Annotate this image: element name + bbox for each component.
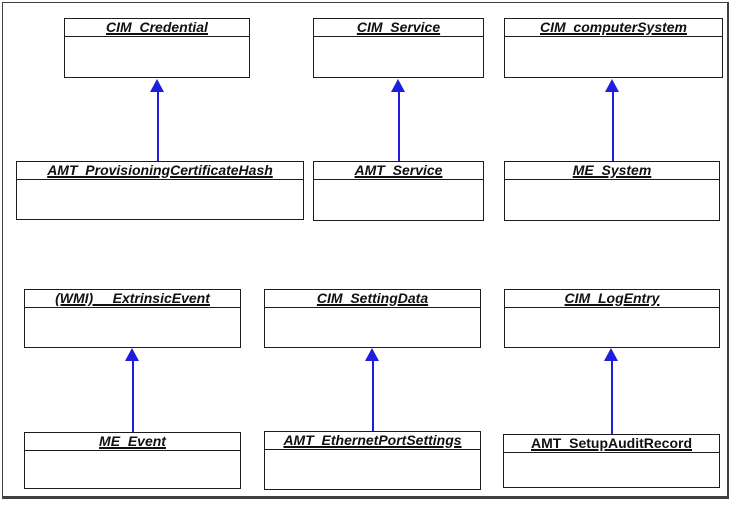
class-box-cim-logentry: CIM_LogEntry [504,289,720,348]
arrow-line [612,92,614,161]
class-box-amt-setupauditrecord: AMT_SetupAuditRecord [503,434,720,488]
class-box-cim-settingdata: CIM_SettingData [264,289,481,348]
arrow-head-icon [150,79,164,92]
class-name: ME_Event [25,433,240,451]
arrow-head-icon [365,348,379,361]
class-box-amt-ethernetportsettings: AMT_EthernetPortSettings [264,431,481,490]
class-name: CIM_SettingData [265,290,480,308]
class-box-amt-provisioningcertificatehash: AMT_ProvisioningCertificateHash [16,161,304,220]
arrow-line [372,361,374,431]
class-box-wmi-extrinsicevent: (WMI) __ExtrinsicEvent [24,289,241,348]
class-name: CIM_Credential [65,19,249,37]
class-name: AMT_SetupAuditRecord [504,435,719,453]
class-name: AMT_ProvisioningCertificateHash [17,162,303,180]
diagram-frame [2,2,729,499]
class-box-cim-computersystem: CIM_computerSystem [504,18,723,78]
class-name: CIM_computerSystem [505,19,722,37]
class-name: ME_System [505,162,719,180]
arrow-head-icon [605,79,619,92]
class-name: AMT_EthernetPortSettings [265,432,480,450]
class-box-amt-service: AMT_Service [313,161,484,221]
class-box-me-system: ME_System [504,161,720,221]
arrow-head-icon [391,79,405,92]
class-box-cim-service: CIM_Service [313,18,484,78]
arrow-line [157,92,159,161]
arrow-line [132,361,134,432]
arrow-line [398,92,400,161]
class-name: CIM_LogEntry [505,290,719,308]
arrow-line [611,361,613,434]
class-name: (WMI) __ExtrinsicEvent [25,290,240,308]
arrow-head-icon [125,348,139,361]
class-box-me-event: ME_Event [24,432,241,489]
arrow-head-icon [604,348,618,361]
class-name: CIM_Service [314,19,483,37]
class-box-cim-credential: CIM_Credential [64,18,250,78]
class-name: AMT_Service [314,162,483,180]
